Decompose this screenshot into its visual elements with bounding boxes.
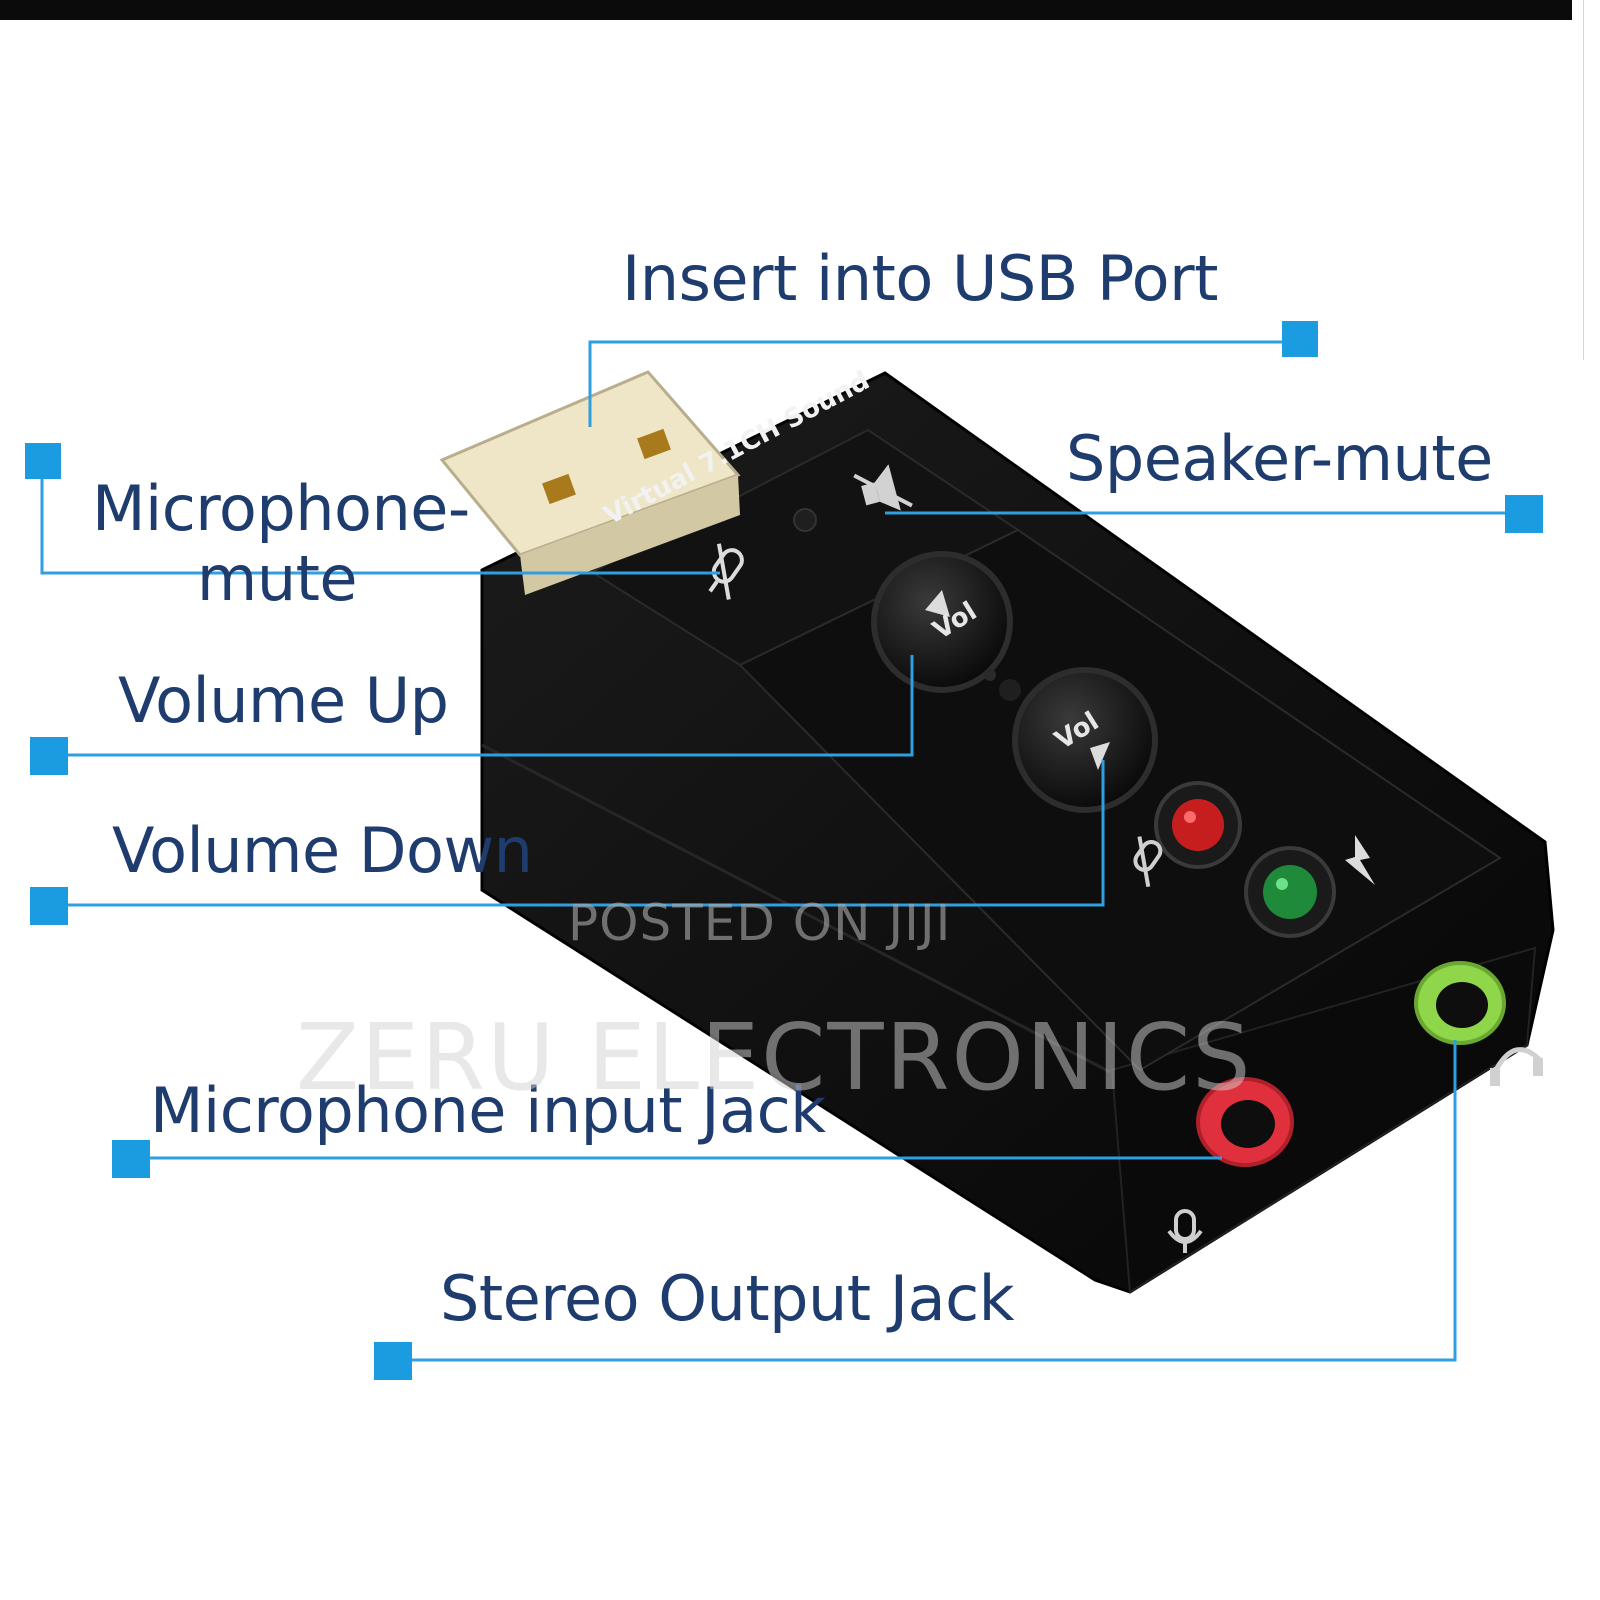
volume-down-button[interactable]: Vol — [1012, 667, 1158, 813]
lightning-icon — [1345, 835, 1375, 885]
mic-muted-icon — [1133, 836, 1163, 888]
mic-muted-icon — [708, 543, 744, 600]
microphone-icon — [1167, 1209, 1203, 1253]
output-jack[interactable] — [1414, 961, 1506, 1045]
marker-mic-mute — [25, 443, 61, 479]
marker-volume-down — [30, 887, 68, 925]
leader-mic-mute — [40, 460, 720, 575]
leader-stereo-output — [393, 1040, 1457, 1362]
label-volume-down: Volume Down — [112, 814, 533, 887]
label-mic-mute-line1: Microphone- — [92, 472, 470, 546]
button-divider-dot-2 — [984, 669, 996, 681]
leader-lines — [40, 340, 1527, 1362]
marker-speaker-mute — [1505, 495, 1543, 533]
label-volume-up: Volume Up — [118, 664, 449, 737]
label-speaker-mute: Speaker-mute — [1066, 422, 1493, 495]
right-edge-rule — [1583, 0, 1584, 360]
usb-plug — [439, 370, 741, 595]
front-edge-line — [481, 743, 1111, 1074]
led-green — [1244, 846, 1336, 938]
label-mic-input-jack: Microphone input Jack — [150, 1074, 826, 1147]
device: Virtual 7.1CH Sound Vol Vol — [439, 366, 1555, 1294]
marker-usb-port — [1282, 321, 1318, 357]
label-usb-port: Insert into USB Port — [622, 242, 1218, 315]
marker-stereo-output — [374, 1342, 412, 1380]
volume-up-button[interactable]: Vol — [871, 551, 1013, 693]
leader-markers — [25, 321, 1543, 1380]
headphone-icon — [1490, 1047, 1543, 1086]
top-black-bar — [0, 0, 1572, 20]
leader-volume-up — [48, 655, 914, 757]
leader-volume-down — [48, 760, 1105, 907]
label-mic-mute: Microphone- mute — [92, 405, 470, 615]
indicator-hole — [793, 508, 817, 532]
label-stereo-output-jack: Stereo Output Jack — [440, 1262, 1015, 1335]
marker-mic-input — [112, 1140, 150, 1178]
marker-volume-up — [30, 737, 68, 775]
led-red — [1154, 781, 1242, 869]
button-divider-dot — [999, 679, 1021, 701]
label-mic-mute-line2: mute — [196, 541, 358, 615]
leader-usb-port — [588, 340, 1300, 427]
mic-jack[interactable] — [1196, 1077, 1294, 1167]
speaker-muted-icon — [853, 464, 913, 511]
